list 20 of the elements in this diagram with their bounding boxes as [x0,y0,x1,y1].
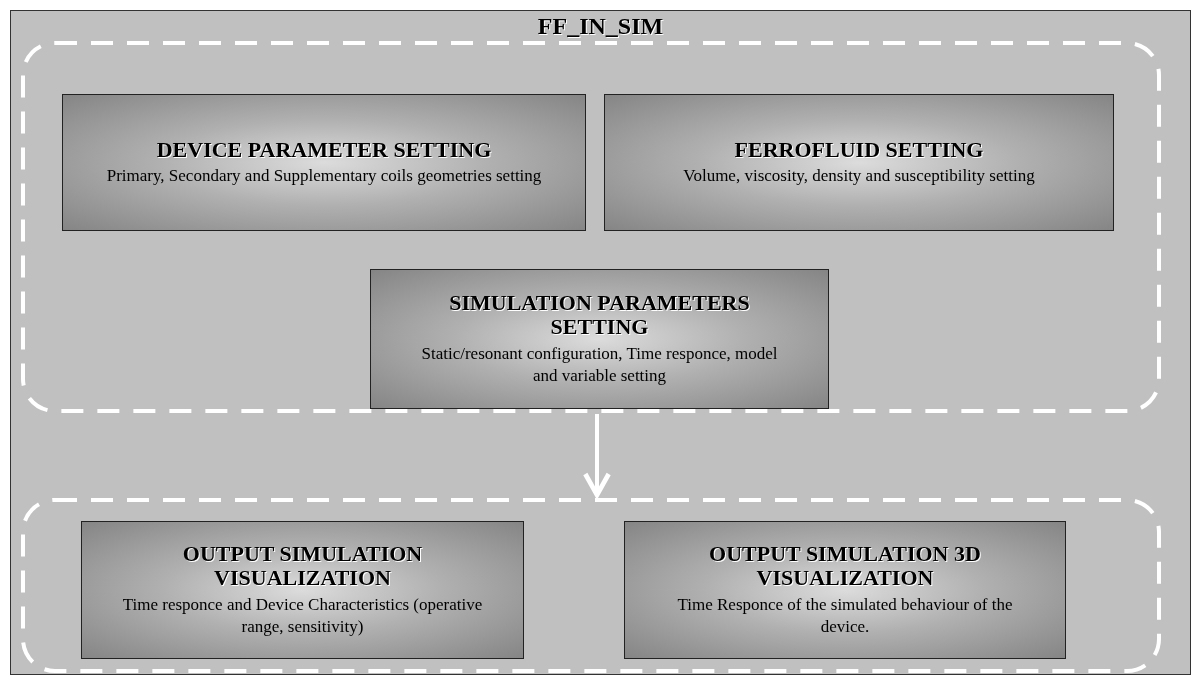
box-description: Time responce and Device Characteristics (operative range, sensitivity) [122,593,483,638]
dashed-group-frame [21,41,1161,413]
dashed-group-frame [21,498,1161,673]
box-description: Static/resonant configuration, Time responce, model and variable setting [420,342,779,387]
process-box [62,94,586,231]
process-box [604,94,1114,231]
box-description: Volume, viscosity, density and susceptibility setting [683,165,1035,188]
panel-title: FF_IN_SIM [536,12,665,40]
box-description: Primary, Secondary and Supplementary coils geometries setting [106,165,542,188]
box-heading: OUTPUT SIMULATION VISUALIZATION [181,542,424,591]
arrow [583,414,611,498]
box-heading: SIMULATION PARAMETERS SETTING [448,291,751,340]
box-description: Time Responce of the simulated behaviour of the device. [676,593,1014,638]
process-box [370,269,829,409]
box-heading: FERROFLUID SETTING [734,137,984,163]
process-box [81,521,524,659]
process-box [624,521,1066,659]
diagram-panel [10,10,1191,675]
box-heading: DEVICE PARAMETER SETTING [156,137,492,163]
box-heading: OUTPUT SIMULATION 3D VISUALIZATION [708,542,982,591]
